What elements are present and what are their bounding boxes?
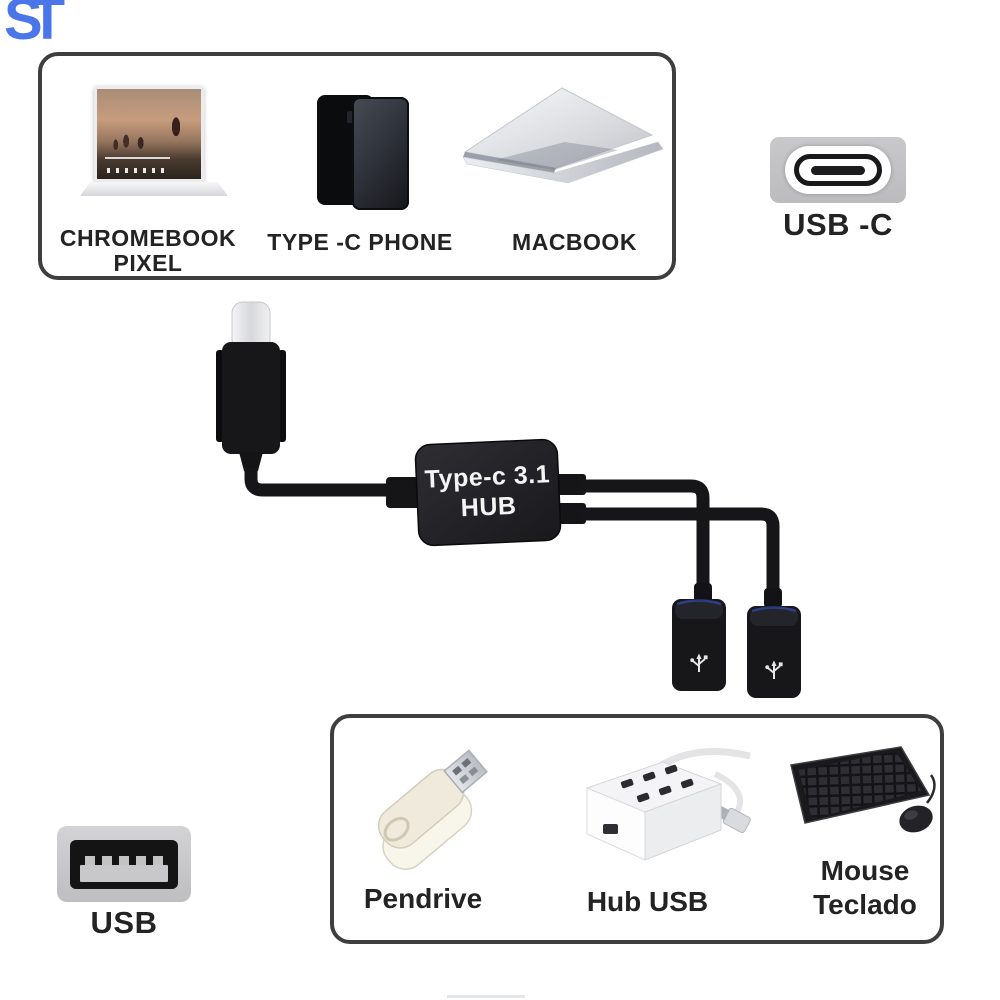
hub-printed-label: Type-c 3.1 HUB: [415, 438, 561, 546]
usb-hub-photo: [585, 747, 751, 861]
caption-hub-usb: Hub USB: [586, 886, 709, 917]
usb-c-port-icon: [770, 137, 906, 203]
type-c-phone-front: [352, 97, 409, 210]
usb-a-port-tongue: [79, 864, 169, 883]
cable-hub-to-usb2: [578, 507, 780, 591]
caption-mouse-teclado: Mouse Teclado: [795, 854, 935, 922]
usb-a-female-connector-2: [747, 588, 801, 698]
mouse: [899, 774, 936, 833]
chromebook-base: [80, 182, 228, 196]
cable-usb-c-to-hub: [244, 468, 392, 497]
usb-c-port-tongue: [811, 165, 865, 175]
usb-a-port-cavity: [70, 840, 178, 889]
caption-chromebook-line1: CHROMEBOOK: [59, 225, 237, 251]
keyboard: [790, 746, 931, 824]
brand-logo: ST: [4, 0, 65, 52]
chromebook-screen: [94, 86, 204, 182]
usb-a-port-icon: [57, 826, 191, 902]
caption-pendrive: Pendrive: [363, 883, 483, 914]
caption-usb: USB: [90, 905, 158, 940]
hub-label-line2: HUB: [460, 491, 518, 523]
caption-usb-c: USB -C: [783, 207, 893, 242]
usb-a-port-pins: [85, 855, 163, 865]
usb-a-female-connector-1: [672, 583, 726, 691]
caption-macbook: MACBOOK: [512, 229, 637, 255]
pendrive-photo: [377, 749, 488, 870]
caption-chromebook: CHROMEBOOK PIXEL: [48, 226, 248, 276]
caption-mouse: Mouse: [820, 855, 910, 886]
usb-c-port-rim: [794, 154, 882, 186]
bottom-edge-artifact: [447, 995, 525, 998]
macbook-laptop-photo: [462, 87, 664, 184]
caption-chromebook-line2: PIXEL: [113, 250, 183, 276]
usb-hub-box: [585, 761, 723, 861]
caption-type-c-phone: TYPE -C PHONE: [267, 229, 453, 255]
hub-label-line1: Type-c 3.1: [424, 460, 551, 494]
caption-teclado: Teclado: [813, 889, 917, 920]
phone-camera: [347, 111, 354, 123]
usb-c-male-connector: [216, 301, 286, 474]
cable-hub-to-usb1: [578, 479, 710, 588]
usb-c-port-bezel: [785, 146, 891, 194]
mouse-keyboard-photo: [790, 746, 936, 833]
chromebook-laptop-photo: [80, 84, 230, 196]
